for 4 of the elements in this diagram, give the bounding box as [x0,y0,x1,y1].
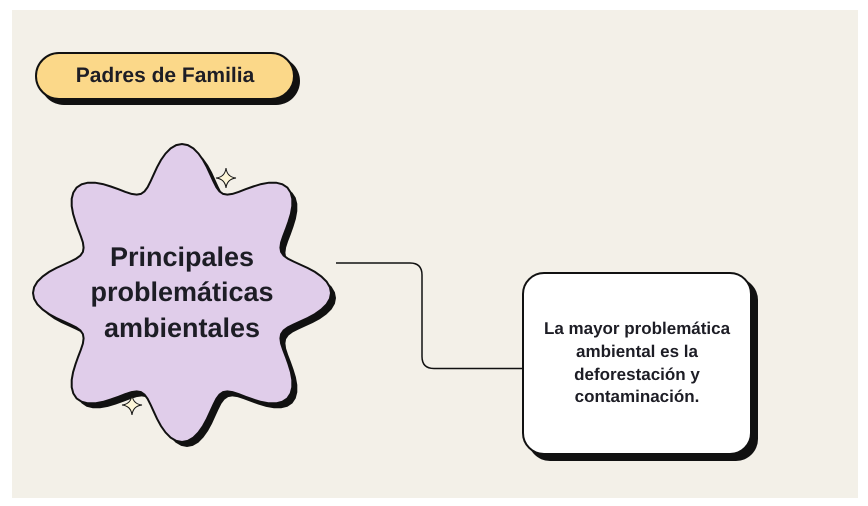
node-text: Principales problemáticas ambientales [89,241,275,345]
node-text: La mayor problemática ambiental es la deforestación y contaminación. [542,318,732,408]
node-text: Padres de Familia [76,63,254,89]
connector-line [336,262,522,370]
